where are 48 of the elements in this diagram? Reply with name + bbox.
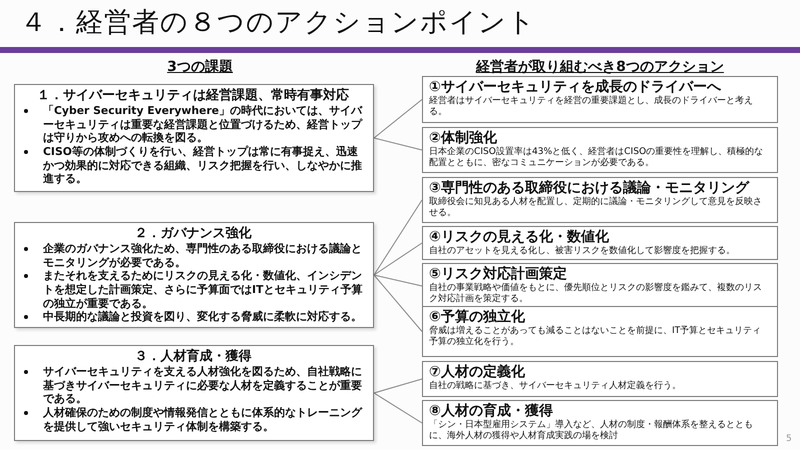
issue-box — [14, 84, 374, 192]
connector-line — [374, 99, 422, 138]
action-heading: ③専門性のある取締役における議論・モニタリング — [429, 180, 750, 196]
column-heading: 経営者が取り組むべき8つのアクション — [474, 58, 725, 76]
action-text: 自社のアセットを見える化し、被害リスクを数値化して影響度を把握する。 — [429, 246, 736, 258]
bullet-text: またそれを支えるためにリスクの見える化・数値化、インシデントを想定した計画策定、さらに予算面ではITとセキュリティ予算の独立が重要である。 — [43, 269, 364, 310]
action-text: 日本企業のCISO設置率は43%と低く、経営者はCISOの重要性を理解し、積極的な配置とともに、密なコミュニケーションが必要である。 — [429, 146, 764, 170]
slide-title: ４．経営者の８つのアクションポイント — [20, 6, 536, 40]
action-box — [422, 400, 778, 446]
box-heading: ３．人材育成・獲得 — [134, 349, 252, 366]
action-heading: ⑥予算の独立化 — [429, 309, 526, 325]
box-heading: ２．ガバナンス強化 — [134, 226, 252, 242]
action-text: 経営者はサイバーセキュリティを経営の重要課題とし、成長のドライバーと考える。 — [429, 96, 754, 120]
action-box — [422, 306, 778, 357]
action-box — [422, 361, 778, 397]
column-heading: 3つの課題 — [166, 58, 234, 76]
connector-line — [374, 274, 422, 286]
action-heading: ⑧人材の育成・獲得 — [429, 403, 554, 420]
action-heading: ①サイバーセキュリティを成長のドライバーへ — [429, 79, 722, 96]
issue-box — [14, 345, 374, 441]
action-text: 自社の戦略に基づき、サイバーセキュリティ人材定義を行う。 — [429, 380, 682, 392]
action-text: 取締役会に知見ある人材を配置し、定期的に議論・モニタリングして意見を反映させる。 — [429, 196, 763, 220]
action-box — [422, 177, 778, 224]
action-text: 自社の事業戦略や価値をもとに、優先順位とリスクの影響度を鑑みて、複数のリスク対応計画を策定する。 — [429, 282, 763, 306]
page-number: 5 — [786, 434, 792, 444]
connector-line — [374, 200, 422, 276]
bullet-text: 中長期的な議論と投資を図り、変化する脅威に柔軟に対応する。 — [43, 310, 363, 324]
connector-line — [374, 392, 422, 424]
bullet-text: 企業のガバナンス強化ため、専門性のある取締役における議論とモニタリングが必要である。 — [43, 242, 363, 270]
action-heading: ⑤リスク対応計画策定 — [429, 266, 568, 282]
connector-line — [374, 138, 422, 150]
connector-line — [374, 274, 422, 332]
bullet-text: 人材確保のための制度や情報発信とともに体系的なトレーニングを提供して強いセキュリティ体制を構築する。 — [43, 406, 364, 434]
action-box — [422, 76, 778, 123]
connector-line — [374, 378, 422, 394]
action-box — [422, 226, 778, 260]
action-text: 「シン・日本型雇用システム」導入など、人材の制度・報酬体系を整えるとともに、海外人材の獲得や人材育成実践の場を検討 — [429, 420, 754, 444]
box-heading: １．サイバーセキュリティは経営課題、常時有事対応 — [36, 88, 350, 104]
action-heading: ⑦人材の定義化 — [429, 364, 526, 380]
action-heading: ②体制強化 — [429, 130, 498, 146]
bullet-text: サイバーセキュリティを支える人材強化を図るため、自社戦略に基づきサイバーセキュリティに必要な人材を定義することが重要である。 — [43, 365, 363, 406]
action-heading: ④リスクの見える化・数値化 — [429, 229, 610, 246]
connector-line — [374, 242, 422, 276]
action-text: 脅威は増えることがあっても減ることはないことを前提に、IT予算とセキュリティ予算の独立化を行う。 — [429, 326, 762, 350]
bullet-text: CISO等の体制づくりを行い、経営トップは常に有事捉え、迅速かつ効果的に対応できる組織、リスク把握を行い、しなやかに推進する。 — [43, 145, 363, 186]
action-box — [422, 127, 778, 174]
issue-box — [14, 222, 374, 328]
bullet-text: 「Cyber Security Everywhere」の時代においては、サイバーセキュリティは重要な経営課題と位置づけるため、経営トップは守りから攻めへの転換を図る。 — [43, 104, 364, 146]
